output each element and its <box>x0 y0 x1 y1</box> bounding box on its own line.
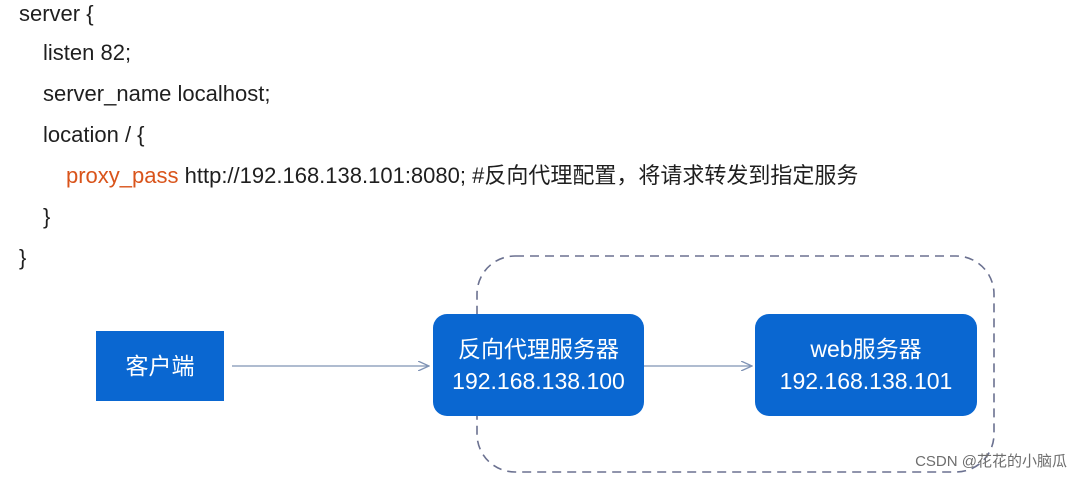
web-server-box: web服务器 192.168.138.101 <box>755 314 977 416</box>
code-line-server-name: server_name localhost; <box>43 81 271 106</box>
reverse-proxy-server-box: 反向代理服务器 192.168.138.100 <box>433 314 644 416</box>
code-line-location-open: location / { <box>43 122 145 147</box>
proxy-pass-keyword: proxy_pass <box>66 163 179 188</box>
proxy-region-dashed-border <box>476 255 995 473</box>
code-line-proxy-pass: proxy_pass http://192.168.138.101:8080; … <box>66 162 858 190</box>
proxy-title: 反向代理服务器 <box>458 336 619 362</box>
proxy-pass-value: http://192.168.138.101:8080; #反向代理配置，将请求… <box>178 163 859 188</box>
code-line-listen: listen 82; <box>43 40 132 65</box>
code-line-server-close: } <box>19 245 27 270</box>
web-ip: 192.168.138.101 <box>779 368 953 394</box>
proxy-ip: 192.168.138.100 <box>452 368 625 394</box>
client-box: 客户端 <box>96 331 224 401</box>
code-line-server-open: server { <box>19 1 94 26</box>
watermark: CSDN @花花的小脑瓜 <box>915 453 1067 470</box>
web-title: web服务器 <box>810 336 922 362</box>
code-line-location-close: } <box>43 204 51 229</box>
client-label: 客户端 <box>125 353 195 379</box>
